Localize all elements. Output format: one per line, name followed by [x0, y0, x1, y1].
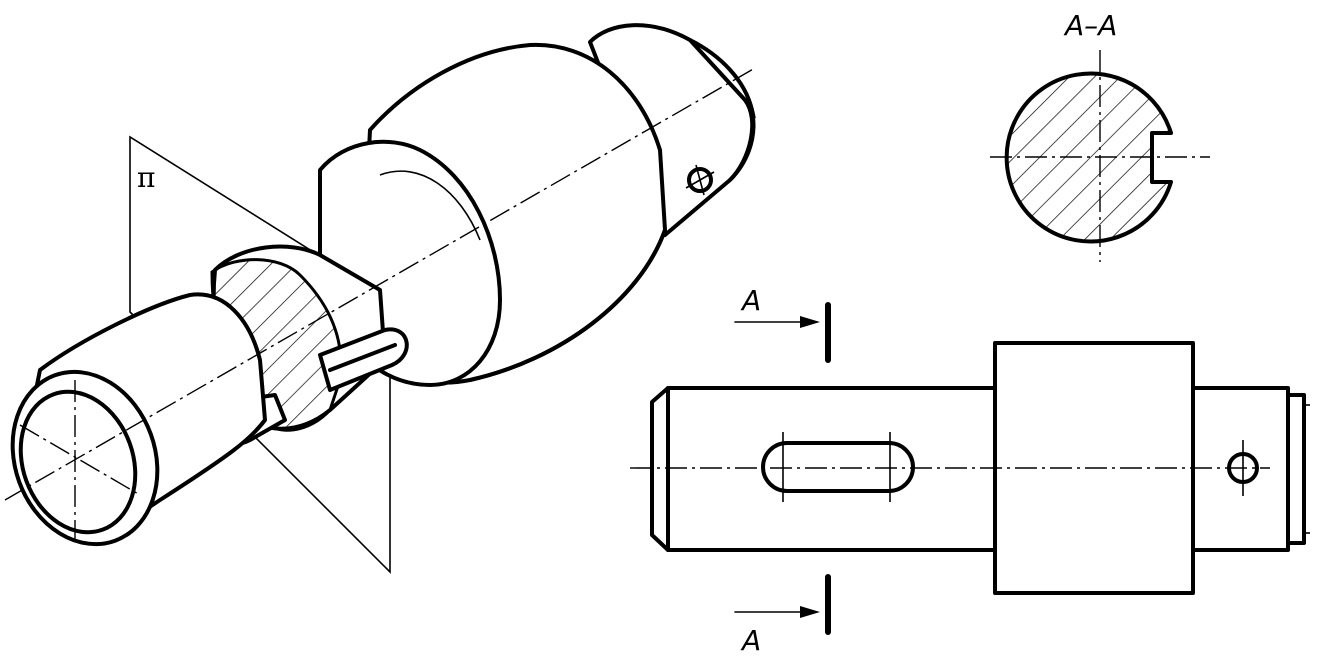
keyway-iso	[318, 327, 409, 392]
mid-shaft	[210, 244, 409, 446]
cutting-plane-pi	[129, 135, 391, 574]
svg-text:A: A	[740, 284, 761, 317]
front-view: A A	[630, 284, 1310, 657]
section-outline	[1004, 71, 1173, 244]
groove-end	[1286, 393, 1306, 545]
isometric-view: π	[4, 23, 756, 574]
cut-indicator-bottom: A	[734, 574, 831, 657]
front-shaft-end	[10, 292, 267, 547]
section-a-a: A–A	[990, 9, 1210, 262]
right-shaft-body	[1191, 386, 1290, 552]
svg-text:A: A	[740, 624, 761, 657]
rear-shaft-end	[588, 23, 756, 237]
pin-hole-iso	[687, 167, 713, 193]
cut-indicator-top: A	[734, 284, 831, 363]
section-title: A–A	[1063, 9, 1117, 42]
keyway-slot	[761, 441, 915, 493]
iso-center-axis	[4, 67, 756, 501]
plane-label: π	[137, 161, 155, 194]
